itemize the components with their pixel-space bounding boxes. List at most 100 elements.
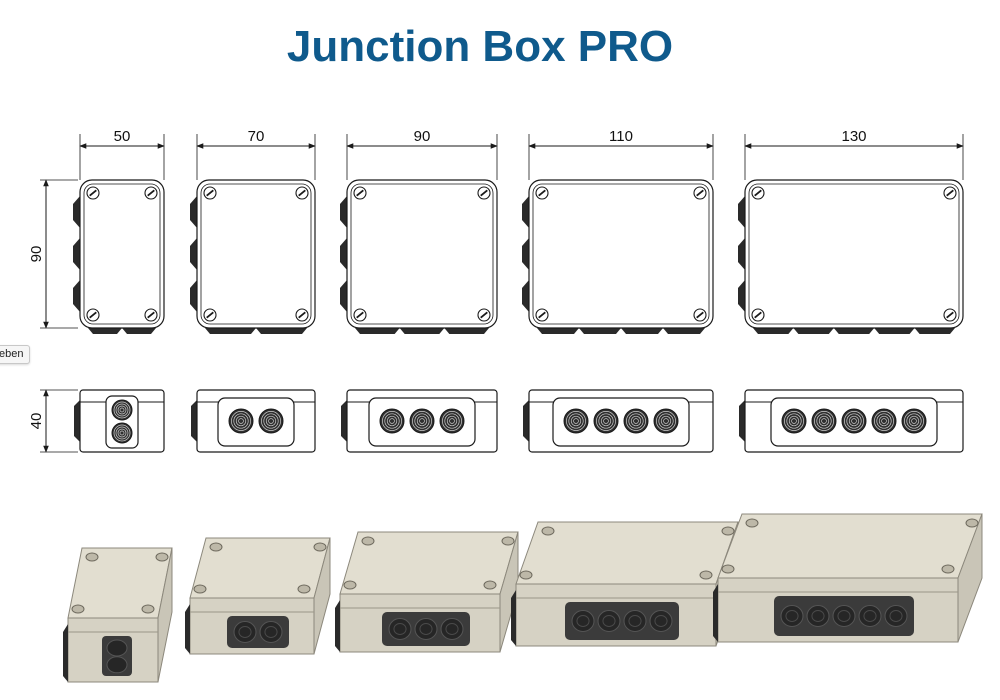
- screw-slot-3: [89, 311, 97, 319]
- iso-gland-1: [780, 605, 804, 627]
- cable-gland-ring-5-2: [906, 413, 922, 429]
- iso-screw-1: [745, 518, 759, 528]
- box-90: 90: [335, 128, 519, 653]
- side-knockout: [73, 196, 80, 228]
- cable-gland-ring-1-4: [238, 418, 244, 424]
- cable-gland-ring-2-1: [596, 411, 616, 431]
- cable-gland-ring-4-4: [663, 418, 669, 424]
- screw-slot-1: [206, 189, 214, 197]
- cable-gland-ring-4-2: [658, 413, 674, 429]
- cable-gland-3: [623, 408, 649, 434]
- lid-outline: [200, 183, 312, 325]
- iso-view: [713, 513, 983, 643]
- iso-gland-ring-5: [889, 610, 903, 622]
- iso-screw-4: [141, 604, 155, 614]
- iso-screw-3: [519, 570, 533, 580]
- cable-gland-1: [228, 408, 254, 434]
- width-dimension-label: 50: [114, 128, 131, 145]
- cable-gland-2: [811, 408, 837, 434]
- screw-slot-2: [946, 189, 954, 197]
- width-dimension-label: 70: [248, 128, 265, 145]
- vertical-dimensions: 90 40: [28, 179, 78, 453]
- box-130: 130: [713, 128, 983, 643]
- screw-slot-1: [754, 189, 762, 197]
- iso-screw-2: [965, 518, 979, 528]
- iso-knockout: [511, 590, 516, 646]
- iso-gland-ring-2: [264, 626, 278, 638]
- iso-knockout: [713, 584, 718, 642]
- bottom-knockout: [621, 328, 663, 334]
- cable-gland-ring-4-3: [660, 415, 672, 427]
- iso-gland-3: [623, 610, 647, 632]
- screw-slot-2: [480, 189, 488, 197]
- top-view: [73, 179, 165, 334]
- screw-slot-3: [538, 311, 546, 319]
- cable-gland-ring-2-4: [119, 430, 125, 436]
- lid-outline: [350, 183, 494, 325]
- side-knockout: [522, 280, 529, 312]
- cable-gland-ring-4-1: [874, 411, 894, 431]
- iso-screw-2: [313, 542, 327, 552]
- cable-gland-1: [781, 408, 807, 434]
- cable-gland-ring-1-3: [386, 415, 398, 427]
- tooltip: eben: [0, 345, 31, 364]
- side-knockout: [341, 400, 347, 442]
- bottom-knockout: [444, 328, 489, 334]
- bottom-knockout: [663, 328, 705, 334]
- cable-gland-ring-1-1: [382, 411, 402, 431]
- cable-gland-ring-2-4: [268, 418, 274, 424]
- iso-knockout: [185, 604, 190, 654]
- side-knockout: [738, 238, 745, 270]
- iso-gland-ring-4: [863, 610, 877, 622]
- cable-gland-2: [409, 408, 435, 434]
- side-view: [341, 389, 498, 453]
- cable-gland-ring-1-2: [384, 413, 400, 429]
- iso-gland-3: [440, 618, 464, 640]
- cable-gland-ring-2-2: [263, 413, 279, 429]
- cable-gland-ring-3-1: [626, 411, 646, 431]
- side-knockout: [340, 196, 347, 228]
- cable-gland-3: [439, 408, 465, 434]
- iso-knockout: [63, 624, 68, 682]
- iso-view: [63, 547, 173, 683]
- cable-gland-ring-2-3: [416, 415, 428, 427]
- bottom-knockout: [753, 328, 794, 334]
- iso-gland-ring-3: [628, 615, 642, 627]
- iso-screw-3: [343, 580, 357, 590]
- top-view: [340, 179, 498, 334]
- cable-gland-ring-1-3: [117, 405, 127, 415]
- iso-screw-2: [155, 552, 169, 562]
- iso-gasket: [565, 602, 679, 640]
- screw-slot-2: [696, 189, 704, 197]
- cable-gland-1: [563, 408, 589, 434]
- iso-side: [313, 537, 331, 655]
- top-view: [522, 179, 714, 334]
- box-70: 70: [185, 128, 331, 655]
- side-knockout: [738, 280, 745, 312]
- bottom-knockout: [205, 328, 256, 334]
- width-dimension-label: 110: [609, 128, 633, 145]
- cable-gland-ring-5-4: [911, 418, 917, 424]
- side-knockout: [523, 400, 529, 442]
- cable-gland-ring-3-4: [633, 418, 639, 424]
- cable-gland-ring-2-4: [821, 418, 827, 424]
- cable-gland-ring-2-3: [117, 428, 127, 438]
- bottom-knockout: [256, 328, 307, 334]
- iso-gland-2: [259, 621, 283, 643]
- iso-gland-ring-3: [837, 610, 851, 622]
- cable-gland-ring-5-3: [908, 415, 920, 427]
- screw-slot-2: [298, 189, 306, 197]
- cable-gland-ring-3-3: [848, 415, 860, 427]
- screw-slot-2: [147, 189, 155, 197]
- screw-slot-4: [147, 311, 155, 319]
- cable-gland-ring-3-4: [851, 418, 857, 424]
- lid-outline: [83, 183, 161, 325]
- cable-gland-ring-2-3: [818, 415, 830, 427]
- cable-gland-4: [871, 408, 897, 434]
- height-dimension-label: 90: [28, 246, 45, 263]
- depth-dimension-label: 40: [28, 413, 45, 430]
- bottom-knockout: [914, 328, 955, 334]
- iso-screw-4: [941, 564, 955, 574]
- iso-side: [157, 547, 173, 683]
